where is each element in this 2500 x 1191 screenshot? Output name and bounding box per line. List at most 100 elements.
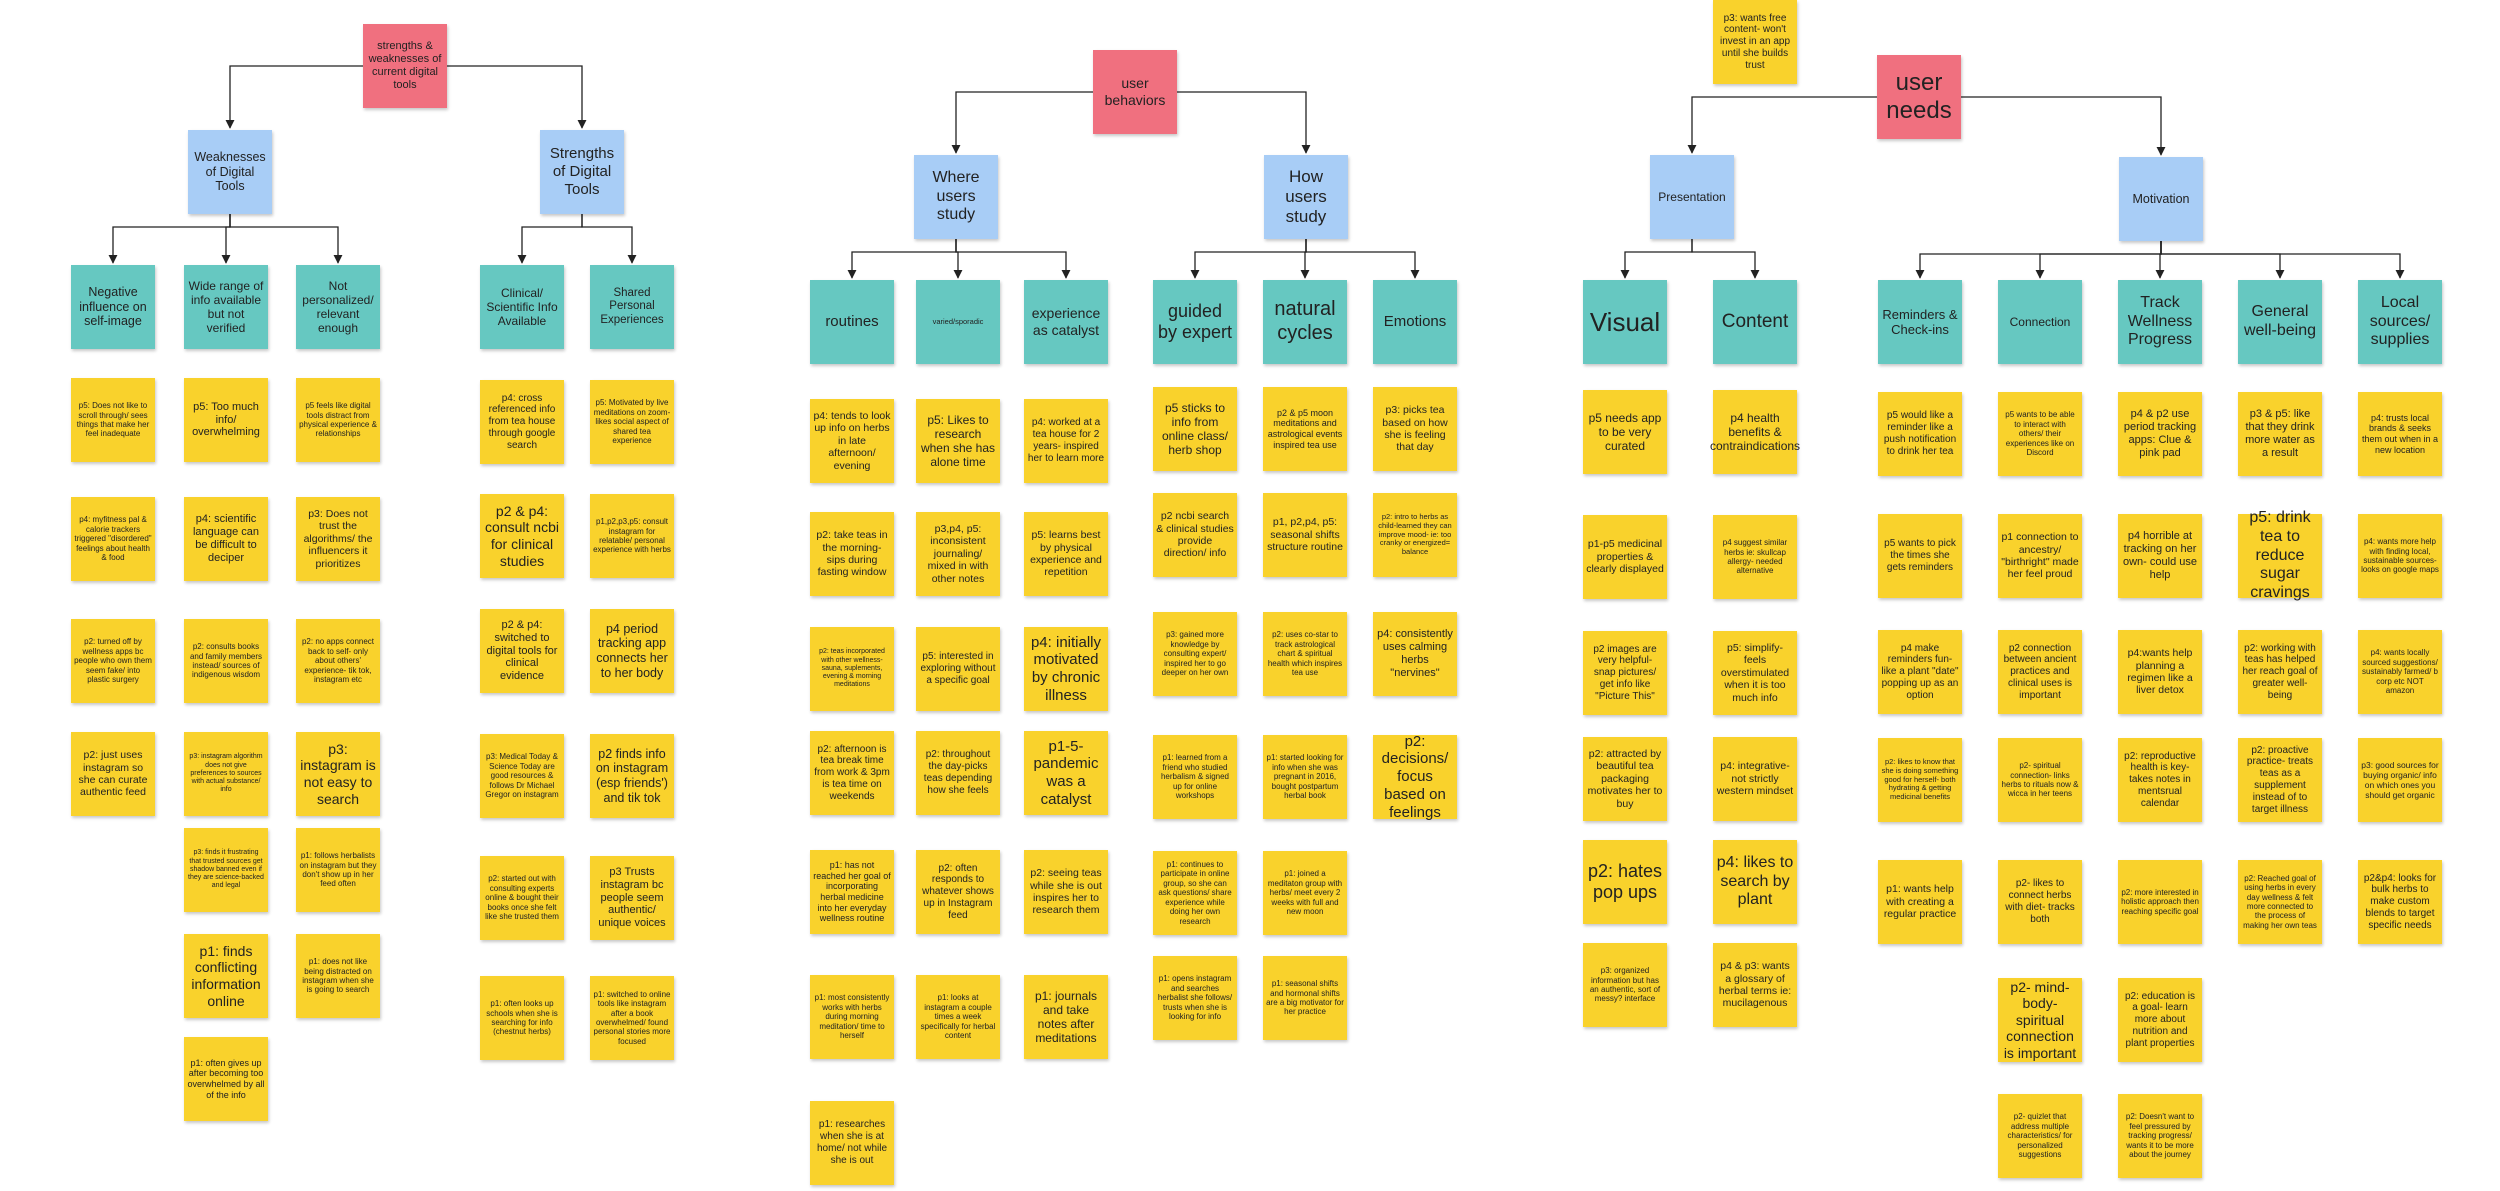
subcategory-routines: routines [810,280,894,364]
connector-how-users-study-to-guided-by-expert [1190,239,1307,279]
sticky-note: p2: turned off by wellness apps bc peopl… [71,619,155,703]
sticky-note: p5: interested in exploring without a sp… [916,627,1000,711]
sticky-note: p4 & p2 use period tracking apps: Clue &… [2118,392,2202,476]
sticky-note: p3 & p5: like that they drink more water… [2238,392,2322,476]
sticky-note: p4: integrative- not strictly western mi… [1713,737,1797,821]
connector-motivation-to-connection [2035,241,2162,279]
sticky-note: p1: wants help with creating a regular p… [1878,860,1962,944]
connector-where-users-study-to-routines [847,239,957,279]
sticky-note: p3: Medical Today & Science Today are go… [480,734,564,818]
connector-weaknesses-of-digital-tools-to-not-personalized-relevant-enough [229,214,343,264]
sticky-note: p2 & p5 moon meditations and astrologica… [1263,387,1347,471]
connector-where-users-study-to-experience-as-catalyst [955,239,1071,279]
sticky-note: p2: reproductive health is key- takes no… [2118,738,2202,822]
sticky-note: p3 Trusts instagram bc people seem authe… [590,856,674,940]
sticky-note: p4 make reminders fun- like a plant "dat… [1878,630,1962,714]
sticky-note: p2&p4: looks for bulk herbs to make cust… [2358,860,2442,944]
subcategory-local-sources-supplies: Local sources/ supplies [2358,280,2442,364]
subcategory-emotions: Emotions [1373,280,1457,364]
sticky-note: p1: looks at instagram a couple times a … [916,975,1000,1059]
sticky-note: p2: afternoon is tea break time from wor… [810,731,894,815]
sticky-note: p4: myfitness pal & calorie trackers tri… [71,497,155,581]
subcategory-shared-personal-experiences: Shared Personal Experiences [590,265,674,349]
connector-strengths-of-digital-tools-to-shared-personal-experiences [581,214,637,264]
sticky-note: p1: researches when she is at home/ not … [810,1101,894,1185]
sticky-note: p5: Likes to research when she has alone… [916,399,1000,483]
sticky-note: p4 horrible at tracking on her own- coul… [2118,514,2202,598]
sticky-note: p5: Does not like to scroll through/ see… [71,378,155,462]
sticky-note: p4: cross referenced info from tea house… [480,380,564,464]
subcategory-content: Content [1713,280,1797,364]
sticky-note: p1: often gives up after becoming too ov… [184,1037,268,1121]
sticky-note: p1,p2,p3,p5: consult instagram for relat… [590,494,674,578]
connector-user-needs-to-presentation [1687,96,1877,154]
category-weaknesses-of-digital-tools: Weaknesses of Digital Tools [188,130,272,214]
sticky-note: p2: decisions/ focus based on feelings [1373,733,1457,821]
connector-user-needs-to-motivation [1961,96,2166,156]
category-how-users-study: How users study [1264,155,1348,239]
sticky-note: p2: working with teas has helped her rea… [2238,630,2322,714]
sticky-note: p2: Doesn't want to feel pressured by tr… [2118,1094,2202,1178]
sticky-note: p1, p2,p4, p5: seasonal shifts structure… [1263,493,1347,577]
sticky-note: p4 period tracking app connects her to h… [590,609,674,693]
connector-user-behaviors-to-how-users-study [1177,91,1311,154]
subcategory-clinical-scientific-info-available: Clinical/ Scientific Info Available [480,265,564,349]
sticky-note: p2: education is a goal- learn more abou… [2118,978,2202,1062]
sticky-note: p4 suggest similar herbs ie: skullcap al… [1713,515,1797,599]
connector-strengths-weaknesses-of-current-digital--to-strengths-of-digital-tools [447,65,587,129]
category-strengths-of-digital-tools: Strengths of Digital Tools [540,130,624,214]
connector-presentation-to-content [1691,239,1760,279]
sticky-note: p4: initially motivated by chronic illne… [1024,627,1108,711]
sticky-note: p3: instagram is not easy to search [296,732,380,816]
sticky-note: p1: seasonal shifts and hormonal shifts … [1263,956,1347,1040]
sticky-note: p5 sticks to info from online class/ her… [1153,387,1237,471]
sticky-note: p3: picks tea based on how she is feelin… [1373,387,1457,471]
sticky-note: p4: scientific language can be difficult… [184,497,268,581]
subcategory-not-personalized-relevant-enough: Not personalized/ relevant enough [296,265,380,349]
connector-how-users-study-to-natural-cycles [1300,239,1310,279]
subcategory-experience-as-catalyst: experience as catalyst [1024,280,1108,364]
sticky-note: p2- likes to connect herbs with diet- tr… [1998,860,2082,944]
sticky-note: p1: does not like being distracted on in… [296,934,380,1018]
sticky-note: p3,p4, p5: inconsistent journaling/ mixe… [916,512,1000,596]
connector-motivation-to-general-well-being [2160,241,2285,279]
connector-user-behaviors-to-where-users-study [951,91,1093,154]
sticky-note: p1: follows herbalists on instagram but … [296,828,380,912]
sticky-note: p5: simplify- feels overstimulated when … [1713,631,1797,715]
sticky-note: p5 would like a reminder like a push not… [1878,392,1962,476]
sticky-note: p2- quizlet that address multiple charac… [1998,1094,2082,1178]
sticky-note: p4: consistently uses calming herbs "ner… [1373,612,1457,696]
sticky-note: p1-p5 medicinal properties & clearly dis… [1583,515,1667,599]
sticky-note: p2: more interested in holistic approach… [2118,860,2202,944]
sticky-note: p5 feels like digital tools distract fro… [296,378,380,462]
sticky-note: p3: wants free content- won't invest in … [1713,0,1797,84]
section-title-user-needs: user needs [1877,55,1961,139]
subcategory-varied-sporadic: varied/sporadic [916,280,1000,364]
sticky-note: p4 health benefits & contraindications [1710,390,1800,474]
category-presentation: Presentation [1650,155,1734,239]
connector-how-users-study-to-emotions [1305,239,1420,279]
sticky-note: p1: opens instagram and searches herbali… [1153,956,1237,1040]
sticky-note: p2: consults books and family members in… [184,619,268,703]
sticky-note: p1-5- pandemic was a catalyst [1024,731,1108,815]
sticky-note: p4: likes to search by plant [1713,840,1797,924]
sticky-note: p1: continues to participate in online g… [1153,851,1237,935]
sticky-note: p4: trusts local brands & seeks them out… [2358,392,2442,476]
sticky-note: p3: Does not trust the algorithms/ the i… [296,497,380,581]
category-where-users-study: Where users study [914,155,998,239]
section-title-strengths-weaknesses-of-current-digital-: strengths & weaknesses of current digita… [363,24,447,108]
connector-strengths-of-digital-tools-to-clinical-scientific-info-available [517,214,583,264]
sticky-note: p2 connection between ancient practices … [1998,630,2082,714]
subcategory-connection: Connection [1998,280,2082,364]
sticky-note: p2: just uses instagram so she can curat… [71,732,155,816]
sticky-note: p5: Motivated by live meditations on zoo… [590,380,674,464]
sticky-note: p1: joined a meditaton group with herbs/… [1263,851,1347,935]
sticky-note: p2: attracted by beautiful tea packaging… [1583,737,1667,821]
sticky-note: p2: take teas in the morning- sips durin… [810,512,894,596]
sticky-note: p4: wants locally sourced suggestions/ s… [2358,630,2442,714]
sticky-note: p1: most consistently works with herbs d… [810,975,894,1059]
connector-motivation-to-track-wellness-progress [2155,241,2165,279]
subcategory-natural-cycles: natural cycles [1263,280,1347,364]
sticky-note: p4: tends to look up info on herbs in la… [810,399,894,483]
connector-where-users-study-to-varied-sporadic [953,239,963,279]
